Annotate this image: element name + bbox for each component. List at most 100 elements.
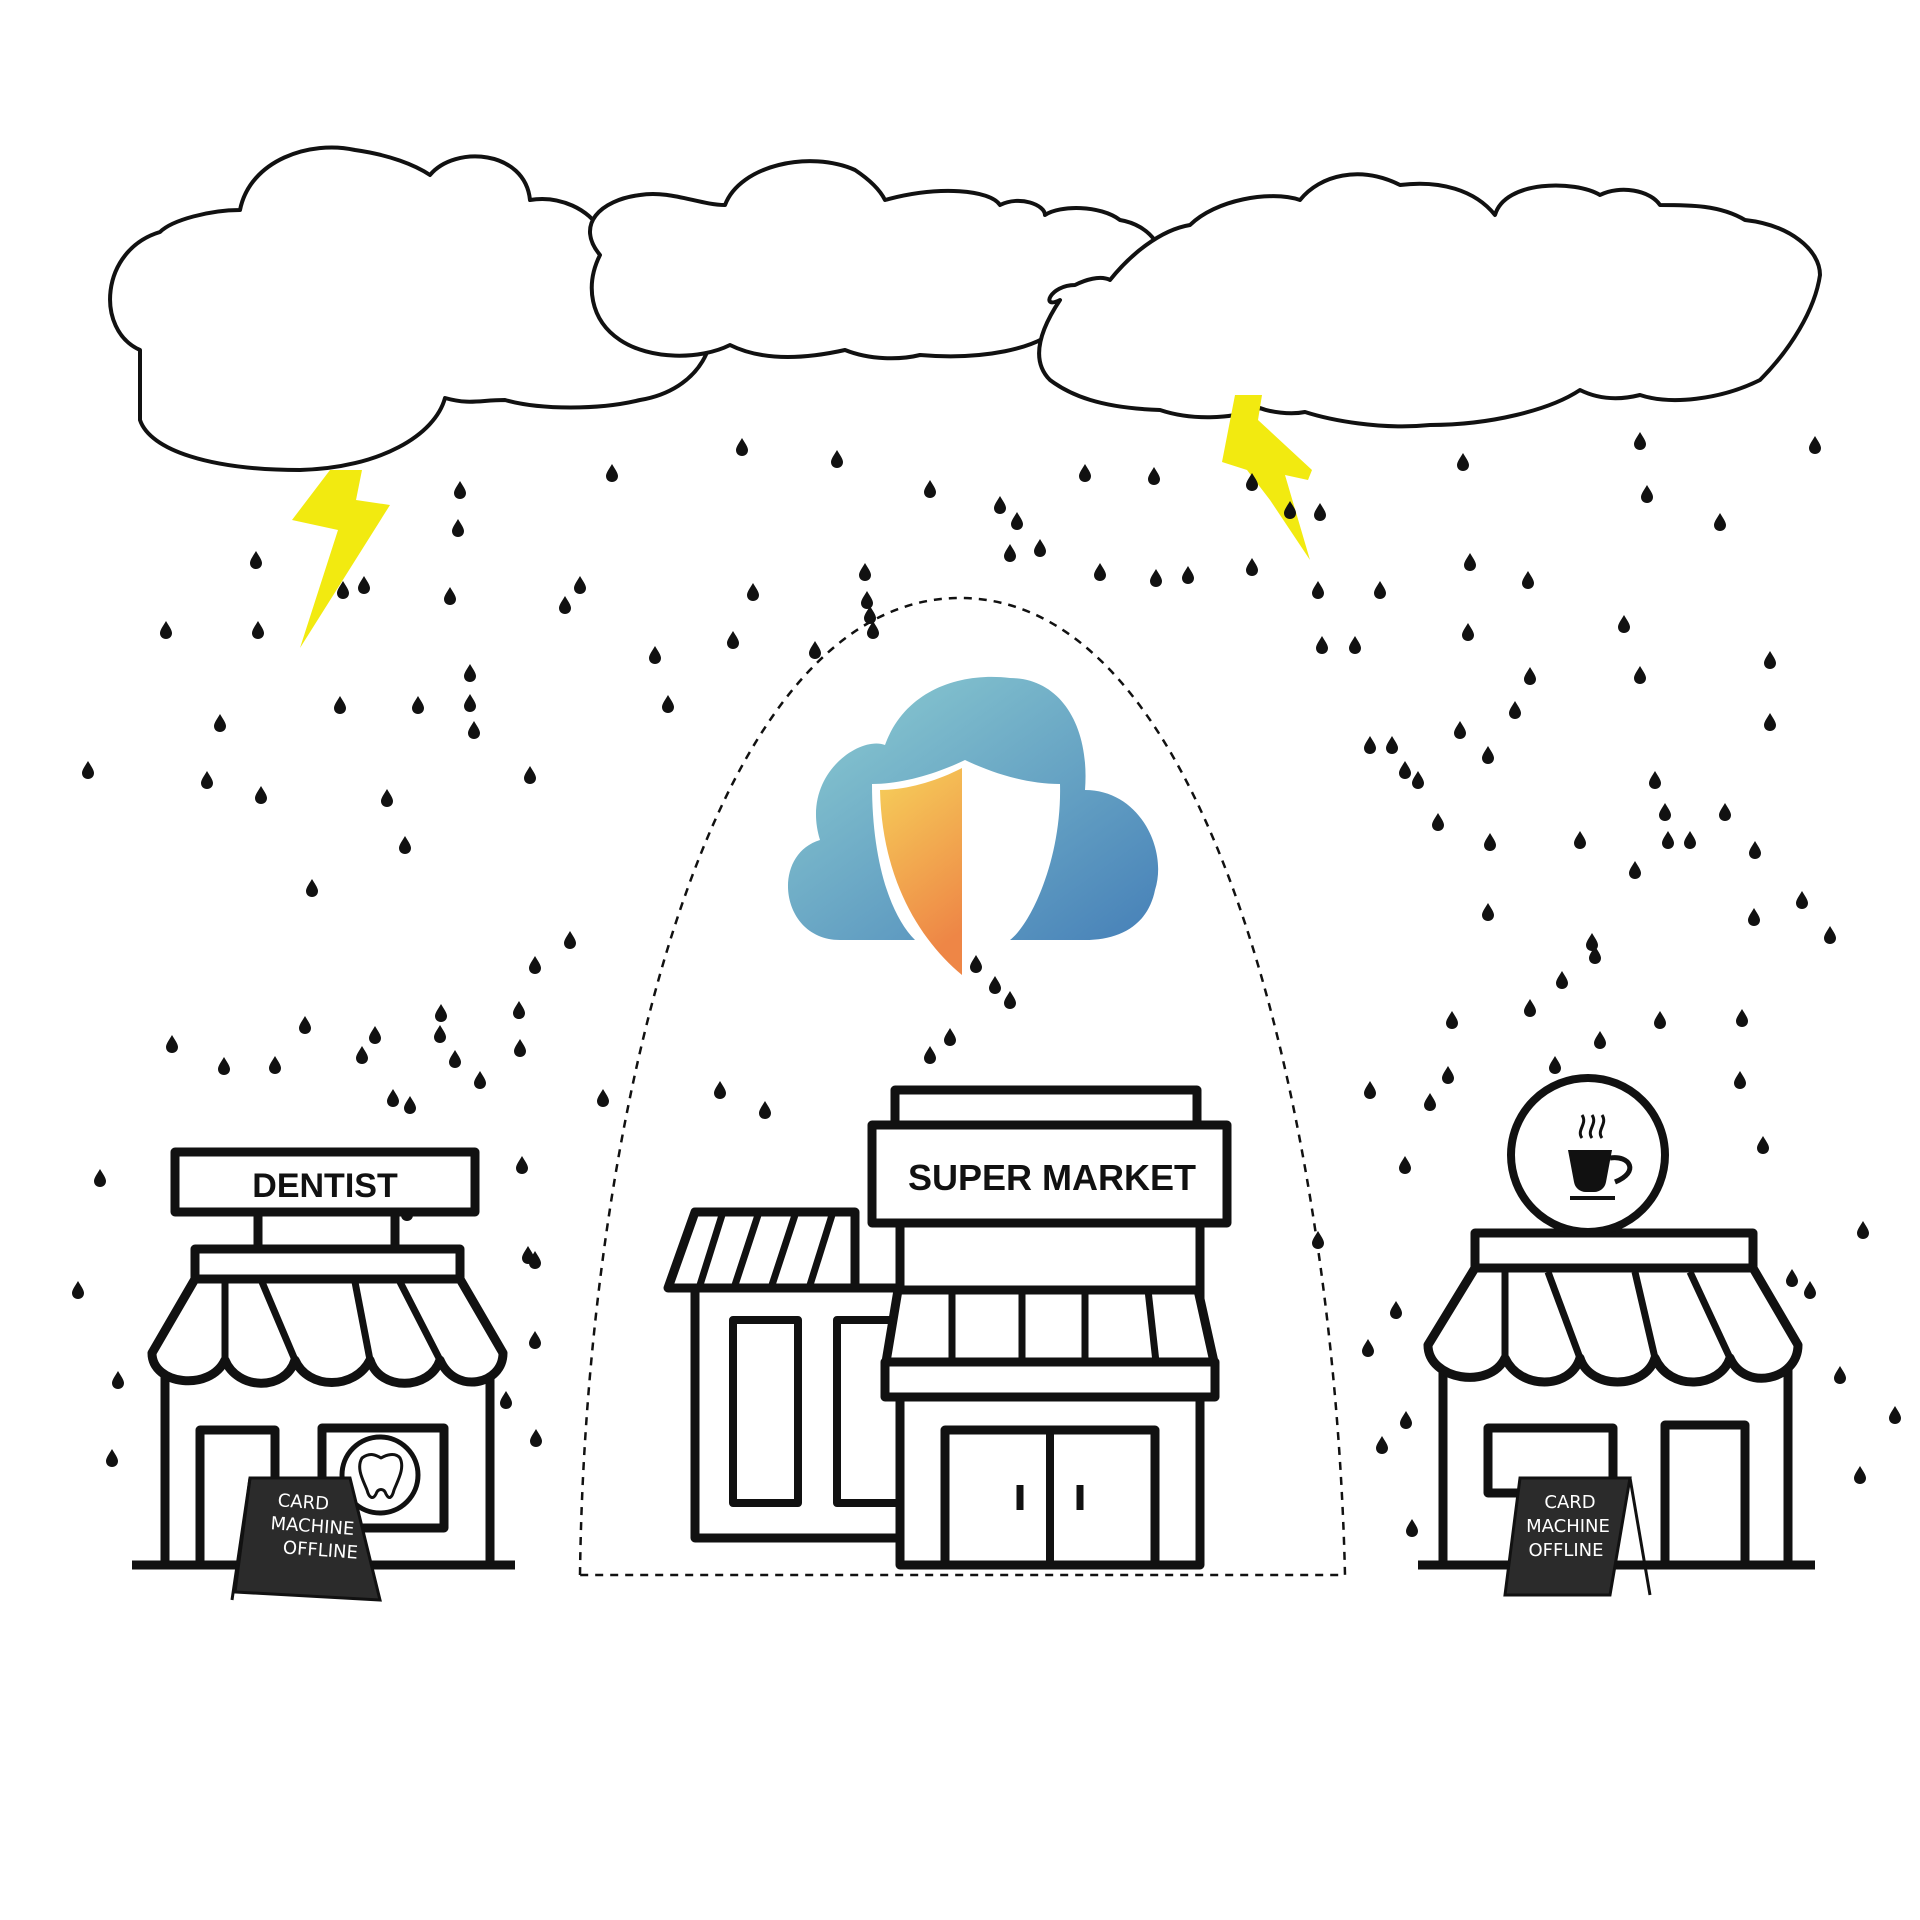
- raindrop-icon: [1589, 946, 1601, 964]
- raindrop-icon: [1148, 467, 1160, 485]
- raindrop-icon: [1524, 999, 1536, 1017]
- raindrop-icon: [970, 955, 982, 973]
- raindrop-icon: [1457, 453, 1469, 471]
- raindrop-icon: [1796, 891, 1808, 909]
- raindrop-icon: [435, 1004, 447, 1022]
- raindrop-icon: [82, 761, 94, 779]
- raindrop-icon: [1484, 833, 1496, 851]
- cafe-board-line-3: OFFLINE: [1528, 1540, 1603, 1561]
- raindrop-icon: [524, 766, 536, 784]
- raindrop-icon: [106, 1449, 118, 1467]
- raindrop-icon: [1312, 581, 1324, 599]
- raindrop-icon: [1641, 485, 1653, 503]
- raindrop-icon: [1757, 1136, 1769, 1154]
- dentist-board-line-1: CARD: [277, 1490, 330, 1515]
- raindrop-icon: [1314, 503, 1326, 521]
- raindrop-icon: [649, 646, 661, 664]
- raindrop-icon: [1400, 1411, 1412, 1429]
- raindrop-icon: [1524, 667, 1536, 685]
- raindrop-icon: [924, 1046, 936, 1064]
- raindrop-icon: [1150, 569, 1162, 587]
- raindrop-icon: [1522, 571, 1534, 589]
- tooth-icon: [358, 1453, 404, 1499]
- supermarket-sign-board: [867, 1120, 1232, 1228]
- raindrop-icon: [1004, 991, 1016, 1009]
- raindrop-icon: [1316, 636, 1328, 654]
- cloud-icon: [1037, 172, 1822, 429]
- raindrop-icon: [1809, 436, 1821, 454]
- raindrop-icon: [1399, 761, 1411, 779]
- cafe-shop: [1418, 1074, 1815, 1570]
- dentist-sign-board: [170, 1147, 480, 1217]
- raindrop-icon: [500, 1391, 512, 1409]
- raindrop-icon: [1549, 1056, 1561, 1074]
- raindrop-icon: [1684, 831, 1696, 849]
- raindrop-icon: [454, 481, 466, 499]
- raindrop-icon: [994, 496, 1006, 514]
- supermarket-awning: [880, 1357, 1220, 1402]
- raindrop-icon: [404, 1096, 416, 1114]
- raindrop-icon: [530, 1429, 542, 1447]
- raindrop-icon: [214, 714, 226, 732]
- raindrop-icon: [606, 464, 618, 482]
- raindrop-icon: [252, 621, 264, 639]
- raindrop-icon: [1432, 813, 1444, 831]
- rain: [72, 432, 1901, 1537]
- raindrop-icon: [662, 695, 674, 713]
- raindrop-icon: [1424, 1093, 1436, 1111]
- cafe-awning: [1423, 1263, 1803, 1387]
- raindrop-icon: [299, 1016, 311, 1034]
- raindrop-icon: [861, 591, 873, 609]
- cafe-board-line-2: MACHINE: [1526, 1516, 1610, 1537]
- raindrop-icon: [1748, 908, 1760, 926]
- raindrop-icon: [1734, 1071, 1746, 1089]
- raindrop-icon: [1634, 666, 1646, 684]
- cloud-shield-icon: [787, 676, 1159, 975]
- raindrop-icon: [1629, 861, 1641, 879]
- raindrop-icon: [1834, 1366, 1846, 1384]
- coffee-cup-icon: [1568, 1114, 1633, 1200]
- raindrop-icon: [864, 606, 876, 624]
- raindrop-icon: [1386, 736, 1398, 754]
- raindrop-icon: [1079, 464, 1091, 482]
- lightning-icon: [1222, 395, 1312, 560]
- raindrop-icon: [574, 576, 586, 594]
- raindrop-icon: [1857, 1221, 1869, 1239]
- raindrop-icon: [1764, 713, 1776, 731]
- raindrop-icon: [94, 1169, 106, 1187]
- raindrop-icon: [1412, 771, 1424, 789]
- raindrop-icon: [334, 696, 346, 714]
- raindrop-icon: [1284, 501, 1296, 519]
- raindrop-icon: [72, 1281, 84, 1299]
- raindrop-icon: [1749, 841, 1761, 859]
- raindrop-icon: [269, 1056, 281, 1074]
- raindrop-icon: [434, 1025, 446, 1043]
- raindrop-icon: [201, 771, 213, 789]
- supermarket-sign-text: SUPER MARKET: [908, 1157, 1196, 1198]
- raindrop-icon: [1714, 513, 1726, 531]
- raindrop-icon: [1376, 1436, 1388, 1454]
- raindrop-icon: [1454, 721, 1466, 739]
- raindrop-icon: [529, 1331, 541, 1349]
- raindrop-icon: [759, 1101, 771, 1119]
- raindrop-icon: [387, 1089, 399, 1107]
- raindrop-icon: [1182, 566, 1194, 584]
- cafe-board-line-1: CARD: [1544, 1492, 1595, 1513]
- raindrop-icon: [369, 1026, 381, 1044]
- raindrop-icon: [1764, 651, 1776, 669]
- raindrop-icon: [358, 576, 370, 594]
- raindrop-icon: [452, 519, 464, 537]
- raindrop-icon: [831, 450, 843, 468]
- raindrop-icon: [1034, 539, 1046, 557]
- raindrop-icon: [1390, 1301, 1402, 1319]
- dentist-awning: [147, 1274, 508, 1388]
- raindrop-icon: [597, 1089, 609, 1107]
- raindrop-icon: [449, 1050, 461, 1068]
- raindrop-icon: [337, 581, 349, 599]
- raindrop-icon: [250, 551, 262, 569]
- raindrop-icon: [1824, 926, 1836, 944]
- raindrop-icon: [989, 976, 1001, 994]
- raindrop-icon: [1374, 581, 1386, 599]
- raindrop-icon: [468, 721, 480, 739]
